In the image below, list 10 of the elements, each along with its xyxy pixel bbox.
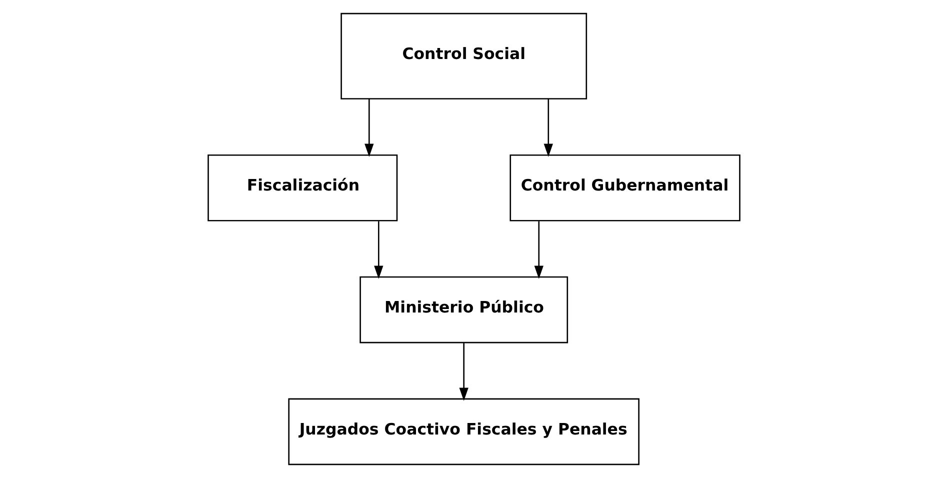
arrow xyxy=(374,221,384,279)
arrow xyxy=(534,221,544,279)
node-box: Juzgados Coactivo Fiscales y Penales xyxy=(288,398,640,466)
node-box: Control Social xyxy=(340,12,588,100)
arrow xyxy=(459,343,468,401)
node-box: Control Gubernamental xyxy=(510,154,740,222)
node-box: Ministerio Público xyxy=(360,276,568,344)
node-box: Fiscalización xyxy=(208,154,398,222)
arrow xyxy=(544,98,553,157)
arrow xyxy=(364,98,374,157)
